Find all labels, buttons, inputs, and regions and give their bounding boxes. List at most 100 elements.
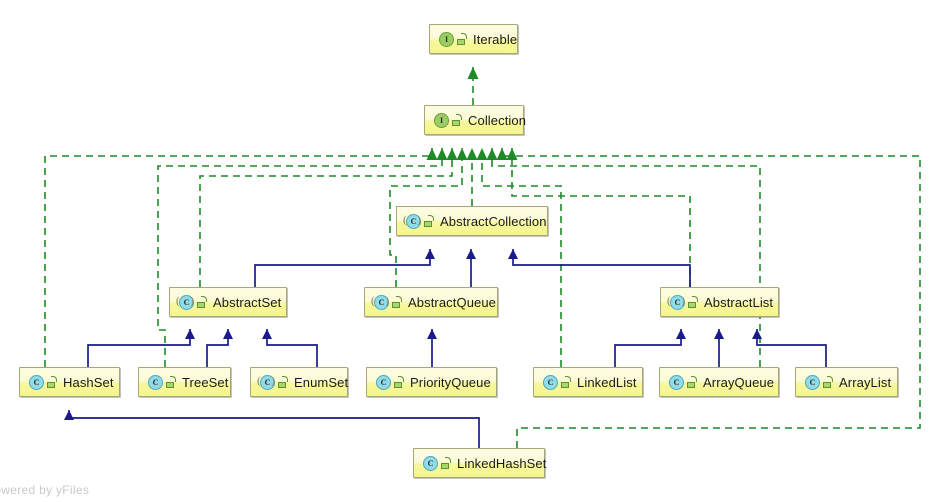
padlock-shackle <box>445 457 451 463</box>
class-node-abstractlist[interactable]: C AbstractList <box>660 287 779 317</box>
edge-arraylist-extends-abstractlist <box>752 329 827 367</box>
class-node-label: Iterable <box>473 31 518 47</box>
edge-linkedlist-implements-collection <box>476 148 562 367</box>
edge-treeset-extends-abstractset <box>206 329 233 367</box>
implementation-edges <box>44 67 921 448</box>
padlock-shackle <box>201 296 207 302</box>
class-icon: C <box>374 374 391 390</box>
edge-hashset-extends-abstractset <box>87 329 195 367</box>
type-abbreviation: C <box>543 375 558 390</box>
padlock-body <box>687 382 695 388</box>
unlocked-padlock-icon <box>392 296 403 308</box>
class-node-arraylist[interactable]: C ArrayList <box>795 367 898 397</box>
edge-linkedhashset-implements-collection <box>496 148 921 448</box>
type-abbreviation: I <box>434 113 449 128</box>
edge-abstractqueue-implements-collection <box>389 148 468 287</box>
class-node-linkedlist[interactable]: C LinkedList <box>533 367 643 397</box>
edge-treeset-implements-collection <box>157 148 448 367</box>
class-icon: C <box>421 455 438 471</box>
type-abbreviation: C <box>29 375 44 390</box>
padlock-body <box>392 302 400 308</box>
type-abbreviation: C <box>179 295 194 310</box>
class-node-iterable[interactable]: I Iterable <box>429 24 518 54</box>
class-node-label: AbstractQueue <box>408 294 497 310</box>
watermark-label: Powered by yFiles <box>0 483 90 497</box>
class-node-label: HashSet <box>63 374 114 390</box>
edge-abstractlist-extends-abstractcollection <box>508 249 691 287</box>
edge-hashset-implements-collection <box>44 148 438 367</box>
class-node-label: TreeSet <box>182 374 229 390</box>
class-node-label: LinkedList <box>577 374 637 390</box>
padlock-shackle <box>827 376 833 382</box>
class-node-treeset[interactable]: C TreeSet <box>138 367 231 397</box>
type-abbreviation: I <box>439 32 454 47</box>
class-node-label: ArrayList <box>839 374 892 390</box>
class-node-label: AbstractCollection <box>440 213 547 229</box>
class-node-arrayqueue[interactable]: C ArrayQueue <box>659 367 779 397</box>
padlock-body <box>278 382 286 388</box>
padlock-shackle <box>461 33 467 39</box>
abstract-class-icon: C <box>403 213 421 229</box>
class-node-abstractset[interactable]: C AbstractSet <box>169 287 287 317</box>
class-node-linkedhashset[interactable]: C LinkedHashSet <box>413 448 547 478</box>
class-node-label: EnumSet <box>294 374 349 390</box>
type-abbreviation: C <box>669 375 684 390</box>
class-node-label: AbstractSet <box>213 294 282 310</box>
padlock-shackle <box>692 296 698 302</box>
class-node-label: ArrayQueue <box>703 374 775 390</box>
padlock-body <box>166 382 174 388</box>
class-node-abstractqueue[interactable]: C AbstractQueue <box>364 287 498 317</box>
unlocked-padlock-icon <box>687 376 698 388</box>
padlock-shackle <box>565 376 571 382</box>
edge-abstractlist-implements-collection <box>506 148 691 287</box>
class-node-hashset[interactable]: C HashSet <box>19 367 120 397</box>
edge-linkedlist-extends-abstractlist <box>614 329 686 367</box>
type-abbreviation: C <box>148 375 163 390</box>
padlock-body <box>823 382 831 388</box>
padlock-shackle <box>51 376 57 382</box>
class-node-label: LinkedHashSet <box>457 455 547 471</box>
unlocked-padlock-icon <box>823 376 834 388</box>
type-abbreviation: C <box>406 214 421 229</box>
padlock-shackle <box>396 296 402 302</box>
padlock-body <box>452 120 460 126</box>
interface-icon: I <box>437 31 454 47</box>
class-icon: C <box>541 374 558 390</box>
padlock-body <box>441 463 449 469</box>
unlocked-padlock-icon <box>424 215 435 227</box>
padlock-body <box>394 382 402 388</box>
unlocked-padlock-icon <box>278 376 289 388</box>
type-abbreviation: C <box>260 375 275 390</box>
class-icon: C <box>803 374 820 390</box>
padlock-body <box>197 302 205 308</box>
unlocked-padlock-icon <box>688 296 699 308</box>
padlock-body <box>561 382 569 388</box>
padlock-body <box>47 382 55 388</box>
unlocked-padlock-icon <box>394 376 405 388</box>
abstract-class-icon: C <box>667 294 685 310</box>
unlocked-padlock-icon <box>47 376 58 388</box>
edge-abstractset-extends-abstractcollection <box>254 249 435 287</box>
type-abbreviation: C <box>670 295 685 310</box>
type-abbreviation: C <box>374 295 389 310</box>
class-node-enumset[interactable]: C EnumSet <box>250 367 348 397</box>
unlocked-padlock-icon <box>452 114 463 126</box>
class-node-label: PriorityQueue <box>410 374 491 390</box>
edge-enumset-extends-abstractset <box>262 329 318 367</box>
abstract-class-icon: C <box>257 374 275 390</box>
abstract-class-icon: C <box>371 294 389 310</box>
class-node-abstractcollection[interactable]: C AbstractCollection <box>396 206 548 236</box>
abstract-class-icon: C <box>176 294 194 310</box>
padlock-shackle <box>456 114 462 120</box>
inheritance-edges <box>64 249 827 448</box>
edge-abstractset-implements-collection <box>199 148 458 287</box>
padlock-shackle <box>428 215 434 221</box>
class-node-label: AbstractList <box>704 294 774 310</box>
edge-arrayqueue-implements-collection <box>486 148 761 367</box>
padlock-shackle <box>398 376 404 382</box>
type-abbreviation: C <box>423 456 438 471</box>
class-node-priorityqueue[interactable]: C PriorityQueue <box>366 367 497 397</box>
padlock-shackle <box>170 376 176 382</box>
